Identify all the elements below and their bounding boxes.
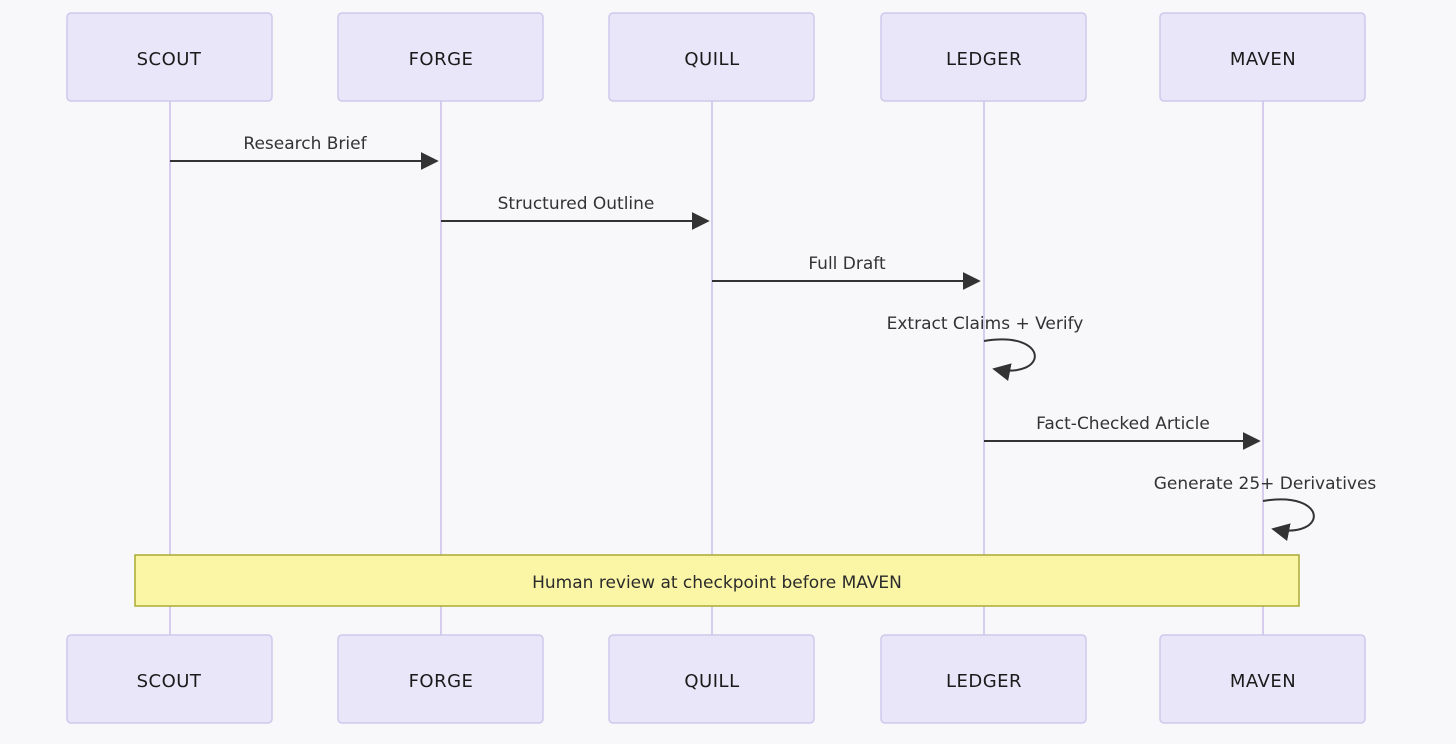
actor-forge-bottom: FORGE: [337, 634, 544, 724]
self-loop-arrow: [983, 338, 1036, 381]
actor-box: [880, 634, 1087, 724]
actor-label: MAVEN: [1230, 49, 1296, 70]
actor-label: MAVEN: [1230, 671, 1296, 692]
actor-label: QUILL: [684, 671, 739, 692]
note-label: Human review at checkpoint before MAVEN: [532, 573, 902, 593]
self-loop-arrow: [1262, 498, 1315, 541]
actor-box: [608, 12, 815, 102]
actor-label: FORGE: [409, 671, 474, 692]
actor-box: [66, 12, 273, 102]
actor-label: QUILL: [684, 49, 739, 70]
actor-box: [337, 634, 544, 724]
actor-ledger-bottom: LEDGER: [880, 634, 1087, 724]
actor-scout-top: SCOUT: [66, 12, 273, 102]
actor-forge-top: FORGE: [337, 12, 544, 102]
note-box: [134, 554, 1300, 607]
actor-label: LEDGER: [946, 671, 1022, 692]
actor-box: [880, 12, 1087, 102]
actor-quill-bottom: QUILL: [608, 634, 815, 724]
actor-box: [1159, 12, 1366, 102]
message-fact-checked-article: Fact-Checked Article: [984, 414, 1261, 450]
message-label: Research Brief: [243, 134, 367, 154]
message-label: Fact-Checked Article: [1036, 414, 1210, 434]
actor-label: LEDGER: [946, 49, 1022, 70]
actor-quill-top: QUILL: [608, 12, 815, 102]
actor-maven-top: MAVEN: [1159, 12, 1366, 102]
actor-box: [608, 634, 815, 724]
message-label: Structured Outline: [498, 194, 655, 214]
message-label: Full Draft: [808, 254, 886, 274]
lifelines: [169, 101, 1264, 635]
message-structured-outline: Structured Outline: [441, 194, 710, 230]
message-generate-derivatives: Generate 25+ Derivatives: [1154, 474, 1377, 541]
actor-label: SCOUT: [137, 49, 202, 70]
actor-maven-bottom: MAVEN: [1159, 634, 1366, 724]
message-label: Generate 25+ Derivatives: [1154, 474, 1377, 494]
actor-label: FORGE: [409, 49, 474, 70]
actor-box: [1159, 634, 1366, 724]
actor-label: SCOUT: [137, 671, 202, 692]
message-research-brief: Research Brief: [170, 134, 439, 170]
actor-box: [337, 12, 544, 102]
note-human-review: Human review at checkpoint before MAVEN: [134, 554, 1300, 607]
message-extract-claims-verify: Extract Claims + Verify: [887, 314, 1084, 381]
actor-box: [66, 634, 273, 724]
message-label: Extract Claims + Verify: [887, 314, 1084, 334]
actor-ledger-top: LEDGER: [880, 12, 1087, 102]
message-full-draft: Full Draft: [712, 254, 981, 290]
actor-scout-bottom: SCOUT: [66, 634, 273, 724]
